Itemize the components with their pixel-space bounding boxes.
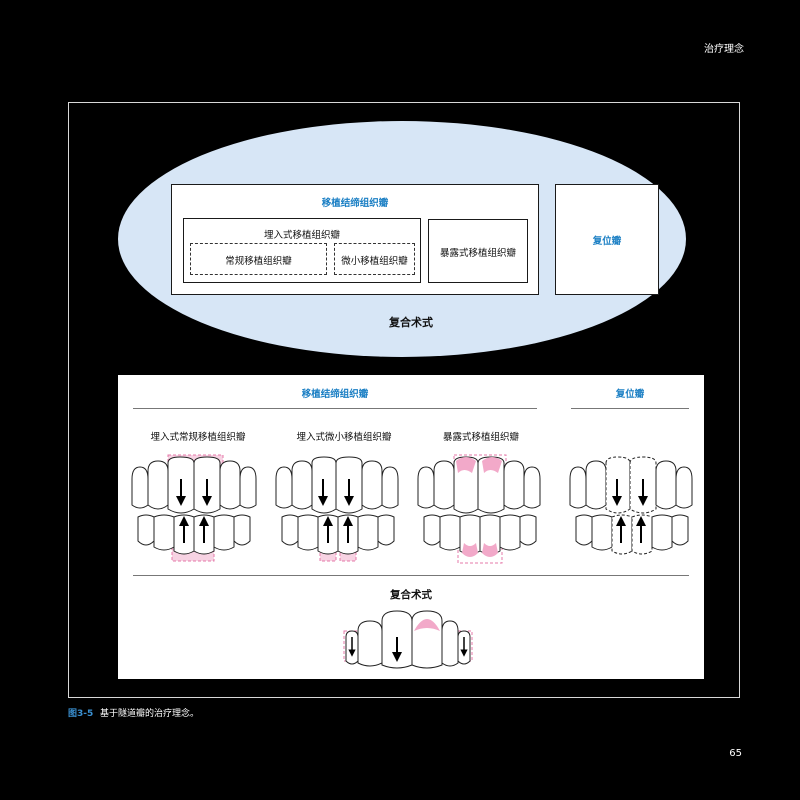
- micro-graft-label: 微小移植组织瓣: [341, 256, 408, 267]
- exposed-graft-illustration-label: 暴露式移植组织瓣: [442, 432, 519, 443]
- embedded-group-label: 埋入式移植组织瓣: [263, 230, 340, 241]
- embedded-micro-label: 埋入式微小移植组织瓣: [296, 432, 392, 443]
- embedded-conventional-label: 埋入式常规移植组织瓣: [150, 432, 246, 443]
- figure-caption: 基于隧道瓣的治疗理念。: [100, 709, 200, 719]
- reposition-flap-box: 复位瓣: [555, 184, 659, 295]
- figure-frame: [68, 102, 740, 698]
- teeth-group-reposition: [569, 456, 693, 555]
- illustration-reposition-header: 复位瓣: [615, 389, 645, 400]
- teeth-illustration: [131, 454, 693, 669]
- transplant-header-rule: [133, 408, 537, 409]
- teeth-group-micro: [275, 456, 399, 562]
- combined-technique-label: 复合术式: [389, 316, 433, 329]
- reposition-header-rule: [571, 408, 689, 409]
- exposed-graft-box: 暴露式移植组织瓣: [428, 219, 528, 283]
- reposition-flap-label: 复位瓣: [592, 236, 622, 247]
- figure-number: 图3-5: [68, 709, 94, 719]
- exposed-graft-label: 暴露式移植组织瓣: [439, 248, 516, 259]
- illustration-panel: 移植结缔组织瓣 复位瓣 埋入式常规移植组织瓣 埋入式微小移植组织瓣 暴露式移植组…: [118, 375, 704, 679]
- conventional-graft-label: 常规移植组织瓣: [225, 256, 292, 267]
- teeth-group-conventional: [131, 454, 257, 562]
- combined-divider-rule: [133, 575, 689, 576]
- transplant-group-label: 移植结缔组织瓣: [321, 198, 389, 209]
- conventional-graft-box: 常规移植组织瓣: [190, 243, 327, 275]
- teeth-group-combined: [343, 610, 473, 669]
- illustration-transplant-header: 移植结缔组织瓣: [301, 389, 369, 400]
- micro-graft-box: 微小移植组织瓣: [334, 243, 415, 275]
- section-title: 治疗理念: [704, 44, 744, 55]
- illustration-combined-label: 复合术式: [390, 589, 432, 601]
- teeth-group-exposed: [417, 454, 541, 564]
- page-number: 65: [729, 748, 742, 759]
